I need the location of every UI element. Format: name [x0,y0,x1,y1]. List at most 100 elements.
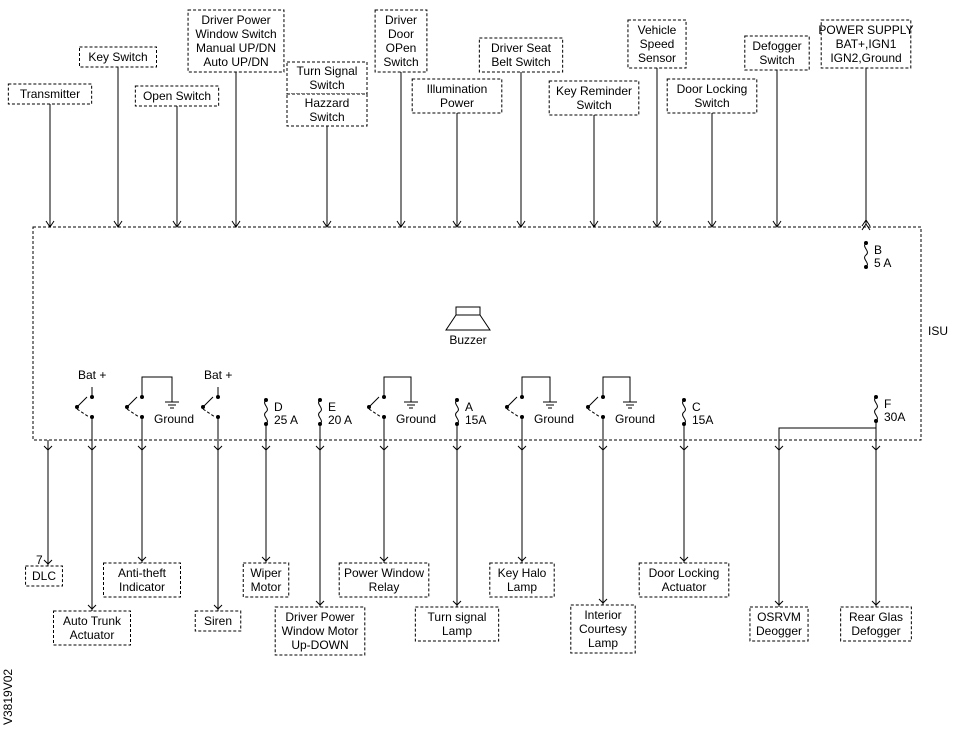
auto-trunk-actuator-label-line: Actuator [70,628,115,642]
open-switch-box: Open Switch [134,85,220,107]
power-supply-wire [861,68,871,231]
dlc-box: DLC [25,565,63,587]
door-locking-actuator-wire [679,440,689,563]
buzzer-icon [445,306,491,331]
key-reminder-switch-wire [589,115,599,228]
driver-power-window-switch-label-line: Window Switch [195,27,276,41]
relay-ground-3-label: Ground [534,412,574,426]
fuse-b-icon [864,241,868,269]
rear-glas-defogger-wire [871,440,881,607]
open-switch-label-line: Open Switch [143,89,211,103]
defogger-switch-label-line: Switch [759,53,794,67]
driver-power-window-switch-wire [231,72,241,228]
door-locking-switch-label-line: Switch [694,96,729,110]
power-window-relay-label-line: Power Window [344,566,424,580]
transmitter-wire [45,104,55,228]
interior-courtesy-lamp-label-line: Interior [584,608,621,622]
door-locking-switch-label-line: Door Locking [677,82,748,96]
fuse-d-icon [264,398,268,426]
door-locking-actuator-label-line: Door Locking [649,566,720,580]
driver-power-window-motor-label-line: Up-DOWN [291,638,348,652]
turn-signal-hazard-switch-label-line: Hazzard [305,96,350,110]
relay-bat-2-label: Bat + [204,368,232,382]
key-reminder-switch-label-line: Switch [576,98,611,112]
osrvm-deogger-wire [774,440,784,607]
key-halo-lamp-wire [517,440,527,563]
relay-bat-2-icon [201,387,220,440]
driver-seat-belt-switch-label-line: Driver Seat [491,41,552,55]
illumination-power-label-line: Illumination [427,82,488,96]
turn-signal-hazard-switch-label-line: Turn Signal [297,64,358,78]
siren-wire [213,440,223,611]
driver-power-window-switch-label-line: Driver Power [201,13,270,27]
fuse-b-letter: B [874,243,882,257]
fuse-d-letter: D [274,400,283,414]
dlc-label-line: DLC [32,569,56,583]
fuse-e-rating: 20 A [328,413,352,427]
driver-power-window-motor-label-line: Window Motor [282,624,359,638]
relay-ground-4-label: Ground [615,412,655,426]
transmitter-box: Transmitter [7,83,93,105]
driver-door-open-switch-label-line: Door [388,27,414,41]
wiper-motor-label-line: Motor [251,580,282,594]
power-window-relay-wire [379,440,389,563]
driver-door-open-switch-wire [396,72,406,228]
power-supply-label-line: IGN2,Ground [830,51,901,65]
key-reminder-switch-label-line: Key Reminder [556,84,632,98]
driver-seat-belt-switch-label-line: Belt Switch [491,55,550,69]
interior-courtesy-lamp-label-line: Lamp [588,636,618,650]
fuse-e-letter: E [328,400,336,414]
turn-signal-lamp-label-line: Lamp [442,624,472,638]
interior-courtesy-lamp-label-line: Courtesy [579,622,627,636]
key-halo-lamp-label-line: Lamp [507,580,537,594]
vehicle-speed-sensor-label-line: Vehicle [638,23,677,37]
fuse-c-rating: 15A [692,413,713,427]
key-switch-label-line: Key Switch [88,50,147,64]
driver-power-window-motor-label-line: Driver Power [285,610,354,624]
open-switch-wire [172,106,182,228]
fuse-f-letter: F [884,397,891,411]
fuse-a-letter: A [465,400,473,414]
dlc-pin-number: 7 [36,553,43,567]
driver-power-window-switch-label-line: Auto UP/DN [203,55,268,69]
defogger-switch-label-line: Defogger [752,39,801,53]
figure-code: V3819V02 [1,669,15,725]
auto-trunk-actuator-label-line: Auto Trunk [63,614,122,628]
fuse-b-rating: 5 A [874,256,891,270]
relay-ground-1-label: Ground [154,412,194,426]
turn-signal-lamp-wire [452,440,462,607]
relay-ground-2-label: Ground [396,412,436,426]
fuse-a-icon [455,398,459,426]
door-locking-actuator-label-line: Actuator [662,580,707,594]
driver-door-open-switch-label-line: Driver [385,13,417,27]
illumination-power-label-line: Power [440,96,474,110]
relay-ground-4-icon [586,376,637,440]
rear-glas-defogger-label-line: Rear Glas [849,610,903,624]
relay-ground-3-icon [505,376,557,440]
siren-label-line: Siren [204,614,232,628]
power-window-relay-label-line: Relay [369,580,400,594]
driver-power-window-switch-label-line: Manual UP/DN [196,41,276,55]
fuse-c-icon [682,398,686,426]
door-locking-switch-wire [707,113,717,228]
isu-label: ISU [928,324,948,338]
wiper-motor-label-line: Wiper [250,566,281,580]
dlc-wire: 7 [36,440,53,567]
vehicle-speed-sensor-label-line: Sensor [638,51,676,65]
anti-theft-indicator-label-line: Anti-theft [118,566,167,580]
